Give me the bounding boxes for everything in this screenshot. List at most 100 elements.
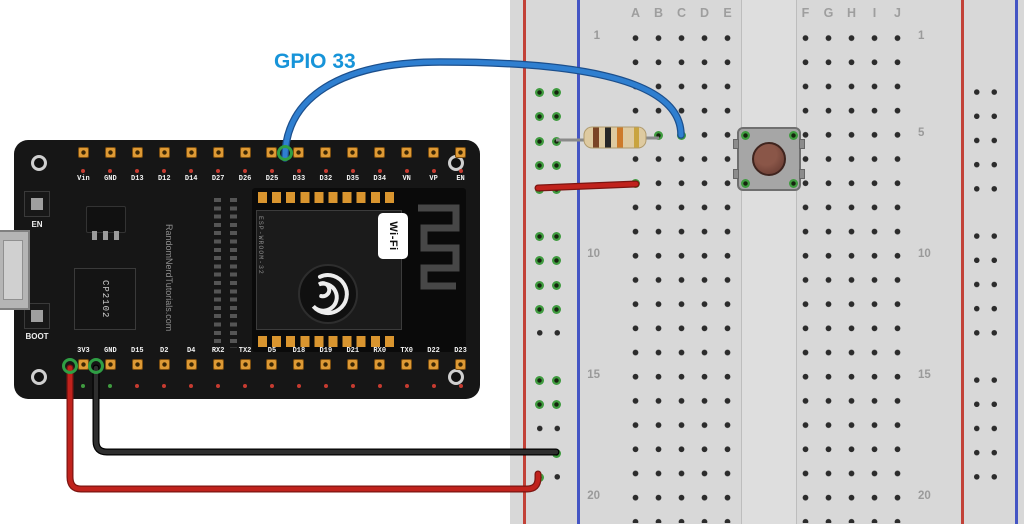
pushbutton-leg [799, 139, 805, 149]
row-label: 20 [918, 489, 931, 502]
pin-item [212, 147, 224, 158]
row-label: 15 [918, 368, 931, 381]
header-holes-strip [230, 198, 237, 348]
cl-item: H [846, 6, 857, 20]
pin-item [293, 147, 305, 158]
usb-port [3, 240, 23, 300]
cl-item: I [872, 6, 877, 20]
pin-item [104, 359, 116, 370]
pin-item [131, 147, 143, 158]
plbl-item: RX0 [373, 347, 387, 355]
connected-hole [551, 87, 561, 97]
boot-button-label: BOOT [25, 332, 49, 341]
connected-hole [534, 184, 544, 194]
bottom-pin-header [70, 359, 474, 370]
ldot-item [404, 384, 409, 388]
plbl-item: D5 [267, 347, 277, 355]
boot-button-cap [31, 310, 43, 322]
plbl-item: D34 [373, 175, 387, 183]
right-rail-red-line [961, 0, 964, 524]
plbl-item: D23 [454, 347, 467, 355]
regulator-leg [114, 231, 119, 240]
cl-item: C [676, 6, 687, 20]
pin-item [401, 359, 413, 370]
pin-highlight-ring [62, 358, 78, 374]
ldot-item [269, 384, 274, 388]
antenna-icon [418, 204, 460, 290]
esp32-devkit-board: EN BOOT CP2102 RandomNerdTutorials.com E… [0, 140, 480, 399]
mounting-hole [31, 155, 47, 171]
plbl-item: D26 [238, 175, 252, 183]
pin-item [158, 147, 170, 158]
ldot-item [162, 169, 167, 173]
row-label: 15 [587, 368, 600, 381]
plbl-item: D4 [186, 347, 196, 355]
ldot-item [377, 384, 382, 388]
connected-hole [551, 111, 561, 121]
ldot-item [350, 384, 355, 388]
connected-hole [551, 231, 561, 241]
pin-highlight-ring [88, 358, 104, 374]
plbl-item: EN [456, 175, 465, 183]
plbl-item: D33 [292, 175, 306, 183]
pin-item [347, 359, 359, 370]
ldot-item [458, 169, 463, 173]
ldot-item [108, 384, 113, 388]
ldot-item [269, 169, 274, 173]
row-label: 5 [593, 126, 600, 139]
left-rail-holes [530, 368, 566, 489]
ldot-item [135, 384, 140, 388]
en-button [24, 191, 50, 217]
connected-hole [788, 178, 798, 188]
ldot-item [243, 169, 248, 173]
ldot-item [296, 384, 301, 388]
bottom-pin-leds [70, 384, 474, 388]
left-rail-blue-line [577, 0, 580, 524]
plbl-item: GND [104, 175, 117, 183]
connected-hole [654, 130, 663, 140]
cl-item: B [653, 6, 664, 20]
top-pin-leds [70, 169, 474, 173]
espressif-logo-icon [298, 264, 358, 324]
right-rail-holes [967, 368, 1003, 489]
module-castellation-bottom [258, 336, 399, 347]
connected-hole [534, 160, 544, 170]
en-button-cap [31, 198, 43, 210]
connected-hole [534, 111, 544, 121]
terminal-strip-f-j [794, 26, 909, 523]
row-label: 5 [918, 126, 925, 139]
pin-item [185, 147, 197, 158]
pin-item [320, 147, 332, 158]
right-rail-blue-line [1015, 0, 1018, 524]
connected-hole [534, 399, 544, 409]
plbl-item: VN [402, 175, 411, 183]
plbl-item: D15 [131, 347, 144, 355]
connected-hole [551, 448, 561, 458]
esp-wroom-32-module: ESP-WROOM-32 Wi-Fi [252, 188, 466, 352]
regulator-leg [92, 231, 97, 240]
wifi-logo: Wi-Fi [378, 213, 408, 259]
plbl-item: D27 [211, 175, 225, 183]
connected-hole [631, 178, 640, 188]
plbl-item: D13 [131, 175, 144, 183]
connected-hole [551, 136, 561, 146]
ldot-item [243, 384, 248, 388]
connected-hole [551, 184, 561, 194]
plbl-item: D18 [292, 347, 306, 355]
plbl-item: D35 [346, 175, 360, 183]
pin-item [455, 147, 467, 158]
ldot-item [431, 169, 436, 173]
pin-item [266, 147, 278, 158]
connected-hole [534, 280, 544, 290]
connected-hole [677, 130, 686, 140]
ldot-item [296, 169, 301, 173]
row-label: 1 [918, 30, 925, 43]
pushbutton-leg [733, 169, 739, 179]
ldot-item [350, 169, 355, 173]
right-rail-holes [967, 80, 1003, 201]
mounting-hole [31, 369, 47, 385]
cl-item: A [630, 6, 641, 20]
